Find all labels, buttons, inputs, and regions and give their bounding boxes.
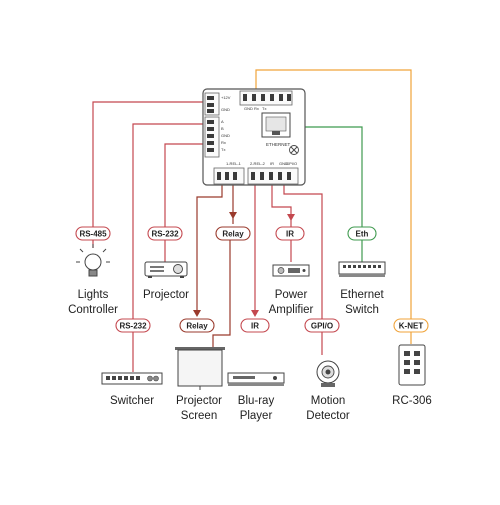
projector-screen-icon: [175, 347, 225, 390]
pill-rs232-projector: RS-232: [147, 226, 183, 241]
label-ethernet-2: Switch: [345, 304, 379, 316]
label-lights-2: Controller: [68, 304, 118, 316]
ethernet-port-label: ETHERNET: [266, 142, 291, 147]
pill-gpio: GPI/O: [304, 318, 340, 333]
pin-label-rx2: Rx: [254, 106, 259, 111]
lightbulb-icon: [76, 244, 110, 277]
label-ethernet-1: Ethernet: [340, 289, 384, 301]
pin-label-tx1: Tx: [221, 147, 225, 152]
pill-ir-bluray: IR: [240, 318, 270, 333]
keypad-icon: [398, 344, 426, 386]
label-motion-1: Motion: [311, 395, 346, 407]
arrow-ir-amp: [287, 214, 295, 221]
ethernet-port: [261, 112, 291, 138]
power-amplifier-icon: [272, 264, 310, 277]
pin-label-gnd4: GND: [279, 161, 288, 166]
label-screen-2: Screen: [181, 410, 217, 422]
switcher-icon: [101, 372, 163, 385]
label-bluray-2: Player: [240, 410, 273, 422]
pill-ir-amplifier: IR: [275, 226, 305, 241]
pill-ir-amplifier-text: IR: [286, 230, 294, 239]
label-lights-1: Lights: [78, 289, 109, 301]
label-amplifier-2: Amplifier: [269, 304, 314, 316]
pill-relay-top: Relay: [215, 226, 251, 241]
pin-label-ir: IR: [270, 161, 274, 166]
pill-rs232-projector-text: RS-232: [151, 230, 179, 239]
projector-icon: [144, 261, 188, 278]
wire-gpio: [283, 185, 323, 355]
pill-relay-bottom: Relay: [179, 318, 215, 333]
arrowheads: [193, 212, 295, 317]
pin-label-gnd1: GND: [221, 107, 230, 112]
label-screen-1: Projector: [176, 395, 222, 407]
bottom-terminals: [213, 167, 299, 185]
label-bluray-1: Blu-ray: [238, 395, 275, 407]
port-pills: RS-485 RS-232 Relay IR Eth RS-232 Relay: [75, 226, 429, 333]
pill-rs485: RS-485: [75, 226, 111, 241]
bluray-player-icon: [227, 372, 285, 386]
wire-relay-3: [212, 240, 231, 348]
device-labels: Lights Controller Projector Power Amplif…: [68, 289, 432, 422]
pin-label-b: B: [221, 126, 224, 131]
pin-label-rel2: 2-REL-2: [250, 161, 266, 166]
pill-relay-top-text: Relay: [222, 230, 244, 239]
ground-screw-icon: [289, 145, 299, 155]
pill-gpio-text: GPI/O: [311, 322, 333, 331]
wire-rs232-projector: [164, 143, 204, 262]
motion-detector-icon: [316, 360, 340, 387]
wire-relay-1: [196, 185, 223, 310]
pin-label-gnd2: GND: [221, 133, 230, 138]
top-terminals: [239, 90, 293, 106]
ethernet-switch-icon: [338, 261, 386, 277]
arrow-relay-mid: [229, 212, 237, 219]
pill-rs485-text: RS-485: [79, 230, 107, 239]
label-amplifier-1: Power: [275, 289, 308, 301]
pill-eth-text: Eth: [356, 230, 369, 239]
left-terminals: [204, 92, 220, 158]
pin-label-gpio: GPI/O: [286, 161, 297, 166]
wire-knet: [255, 69, 412, 344]
wires: [92, 69, 412, 372]
pill-ir-bluray-text: IR: [251, 322, 259, 331]
wire-rs232-switcher: [132, 123, 204, 372]
pin-label-rx1: Rx: [221, 140, 226, 145]
arrow-ir-bluray: [251, 310, 259, 317]
pin-label-rel1: 1-REL-1: [226, 161, 242, 166]
label-motion-2: Detector: [306, 410, 350, 422]
controller-device: ETHERNET +12V GND A B GND Rx Tx GND Rx: [202, 88, 306, 186]
pill-rs232-switcher-text: RS-232: [119, 322, 147, 331]
pin-label-a: A: [221, 119, 224, 124]
wire-rs485: [92, 101, 204, 248]
arrow-relay-screen: [193, 310, 201, 317]
pill-knet: K-NET: [393, 318, 429, 333]
pill-rs232-switcher: RS-232: [115, 318, 151, 333]
label-rc306: RC-306: [392, 395, 432, 407]
pill-relay-bottom-text: Relay: [186, 322, 208, 331]
pin-label-gnd3: GND: [244, 106, 253, 111]
pin-label-12v: +12V: [221, 95, 231, 100]
wire-ir-amplifier: [271, 185, 292, 262]
pill-eth: Eth: [347, 226, 377, 241]
pin-label-tx2: Tx: [262, 106, 266, 111]
label-switcher: Switcher: [110, 395, 154, 407]
wire-ethernet: [280, 126, 363, 262]
pill-knet-text: K-NET: [399, 322, 424, 331]
label-projector: Projector: [143, 289, 189, 301]
